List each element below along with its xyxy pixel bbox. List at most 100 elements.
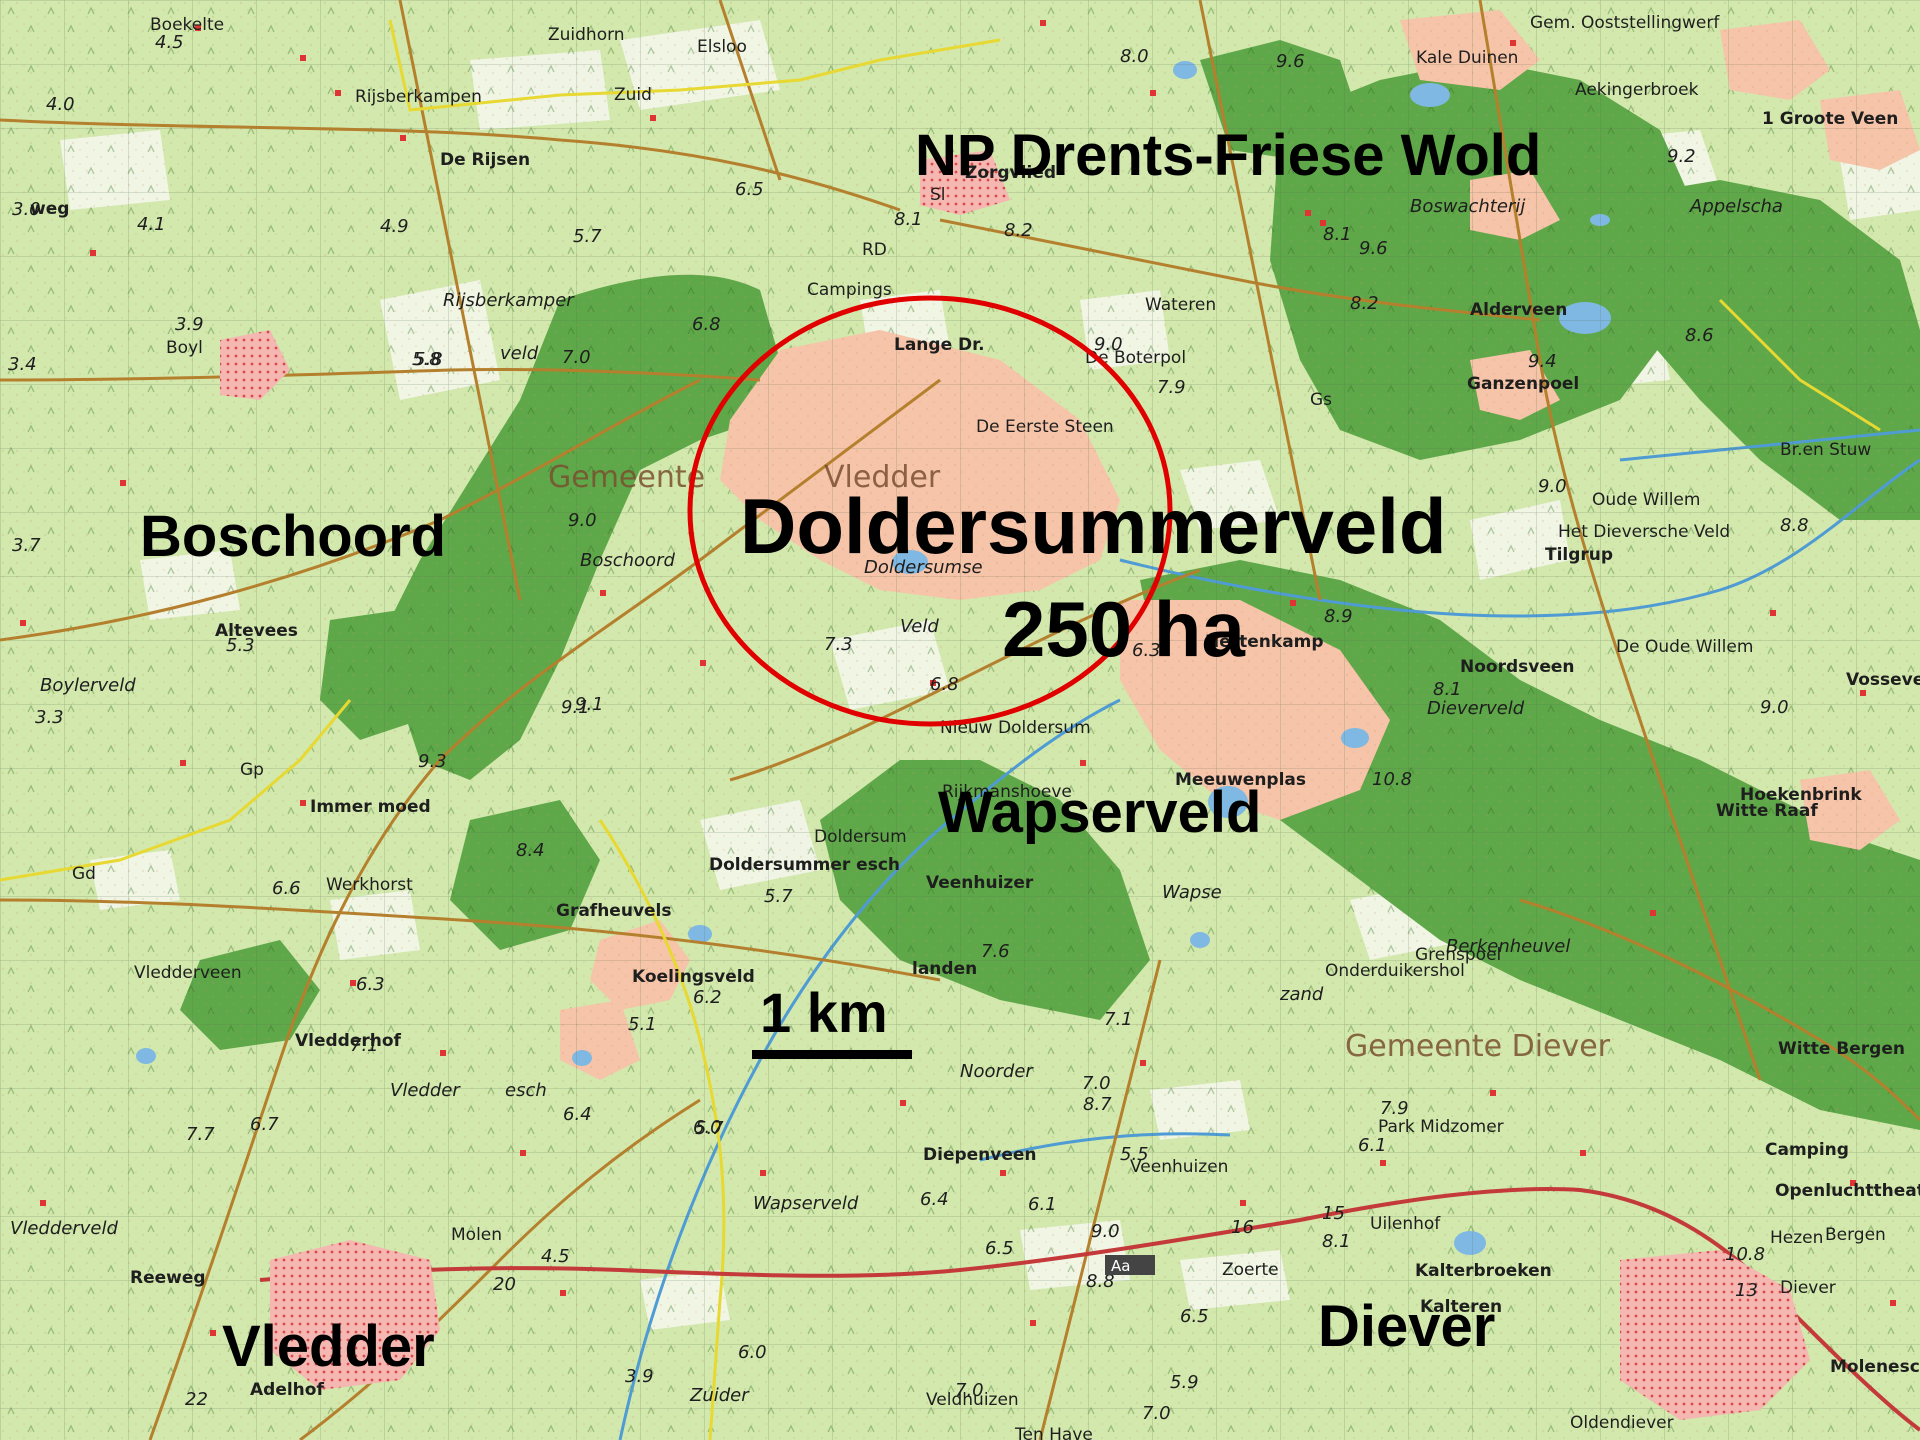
map-label: Onderduikershol (1325, 961, 1465, 981)
map-label: Noorder (960, 1061, 1034, 1082)
elevation-label: 8.1 (894, 209, 923, 230)
town-areas (220, 150, 1810, 1420)
elevation-label: 9.2 (1667, 146, 1696, 167)
map-label: Oldendiever (1570, 1413, 1674, 1433)
elevation-label: 13 (1735, 1280, 1758, 1301)
elevation-label: 7.7 (186, 1124, 215, 1145)
map-label: Boschoord (580, 550, 675, 571)
map-label: Kale Duinen (1416, 48, 1518, 68)
map-label: Campings (807, 280, 892, 300)
map-label: Lange Dr. (894, 335, 985, 355)
map-label: Werkhorst (326, 875, 413, 895)
map-label: Dieverveld (1427, 698, 1525, 719)
map-label: Berkenheuvel (1446, 936, 1570, 957)
map-label: Immer moed (310, 797, 431, 817)
elevation-label: 15 (1322, 1203, 1345, 1224)
map-label: Zuidhorn (548, 25, 625, 45)
muni-label-vledder: Vledder (824, 460, 941, 495)
map-label: veld (500, 343, 539, 364)
map-label: Gd (72, 864, 96, 884)
map-label: Rijsberkampen (355, 87, 482, 107)
elevation-label: 6.1 (1028, 1194, 1057, 1215)
elevation-label: 4.0 (46, 94, 75, 115)
elevation-label: 5.3 (226, 635, 255, 656)
map-label: De Eerste Steen (976, 417, 1114, 437)
elevation-label: 8.0 (1120, 46, 1149, 67)
building-markers (20, 20, 1896, 1336)
map-label: Reeweg (130, 1268, 206, 1288)
map-label: Molen (451, 1225, 502, 1245)
elevation-label: 6.1 (1358, 1135, 1387, 1156)
map-label: Nieuw Doldersum (940, 718, 1091, 738)
elevation-label: 3.3 (35, 707, 64, 728)
map-label: Vledder (390, 1080, 461, 1101)
map-label: Sl (930, 185, 946, 205)
road-shield-label: Aa (1111, 1257, 1130, 1275)
map-label: Oude Willem (1592, 490, 1700, 510)
map-label: landen (912, 959, 977, 979)
map-label: De Oude Willem (1616, 637, 1753, 657)
map-label: Zorgvlied (965, 163, 1056, 183)
elevation-label: 6.4 (563, 1104, 592, 1125)
map-label: Kalterbroeken (1415, 1261, 1552, 1281)
map-label: Grenspoel (1415, 945, 1501, 965)
map-label: Molenesch (1830, 1357, 1920, 1377)
elevation-label: 6.4 (920, 1189, 949, 1210)
map-label: Vledderveen (134, 963, 242, 983)
map-label: zand (1279, 984, 1324, 1005)
muni-label-gemeente: Gemeente (548, 460, 705, 495)
elevation-label: 5.9 (1170, 1372, 1199, 1393)
map-label: Gs (1310, 390, 1332, 410)
road-shield (1105, 1255, 1155, 1275)
map-label: Het Dieversche Veld (1558, 522, 1730, 542)
map-label: Ganzenpoel (1467, 374, 1579, 394)
map-label: Park Midzomer (1378, 1117, 1504, 1137)
elevation-label: 6.3 (356, 974, 385, 995)
map-label: Kalteren (1420, 1297, 1502, 1317)
elevation-label: 8.1 (1433, 679, 1462, 700)
elevation-label: 3.4 (8, 354, 37, 375)
map-label: Veenhuizen (1130, 1157, 1228, 1177)
elevation-label: 7.0 (955, 1380, 984, 1401)
map-label: Camping (1765, 1140, 1849, 1160)
elevation-label: 8.2 (1350, 293, 1379, 314)
map-label: Vledderveld (10, 1218, 118, 1239)
elevation-label: 8.8 (1086, 1271, 1115, 1292)
map-label: Gp (240, 760, 264, 780)
elevation-label: 8.1 (1323, 224, 1352, 245)
elevation-label: 10.8 (1725, 1244, 1765, 1265)
elevation-label: 5.5 (1120, 1144, 1149, 1165)
map-label: esch (505, 1080, 547, 1101)
elevation-label: 8.8 (1780, 515, 1809, 536)
map-label: Koelingsveld (632, 967, 755, 987)
map-label: Boekelte (150, 15, 224, 35)
map-label: Zuid (614, 85, 652, 105)
elevation-label: 8.1 (1322, 1231, 1351, 1252)
elevation-label: 6.5 (735, 179, 764, 200)
elevation-label: 7.1 (350, 1035, 379, 1056)
map-label: Uilenhof (1370, 1214, 1441, 1234)
elevation-label: 7.9 (1380, 1098, 1409, 1119)
area-name: Doldersummerveld (740, 482, 1447, 570)
area-size: 250 ha (1002, 585, 1245, 673)
elevation-label: 9.0 (1094, 334, 1123, 355)
map-label: Doldersummer esch (709, 855, 900, 875)
elevation-label: 5.7 (573, 226, 602, 247)
place-label-boschoord: Boschoord (140, 504, 446, 569)
map-label: Rijkmanshoeve (942, 782, 1072, 802)
elevation-label: 5.7 (695, 1118, 724, 1139)
map-label: Diever (1780, 1278, 1836, 1298)
map-label: Ten Have (1014, 1425, 1093, 1440)
map-label: Adelhof (250, 1380, 324, 1400)
map-label: Openluchttheater (1775, 1181, 1920, 1201)
map-label: weg (30, 199, 69, 219)
map-label: Witte Raaf (1716, 801, 1818, 821)
scale-bar (752, 1050, 912, 1059)
map-label: Vosseveen (1846, 670, 1920, 690)
elevation-label: 7.1 (1104, 1009, 1133, 1030)
map-label: Doldersumse (864, 557, 983, 578)
elevation-label: 3.0 (12, 199, 41, 220)
